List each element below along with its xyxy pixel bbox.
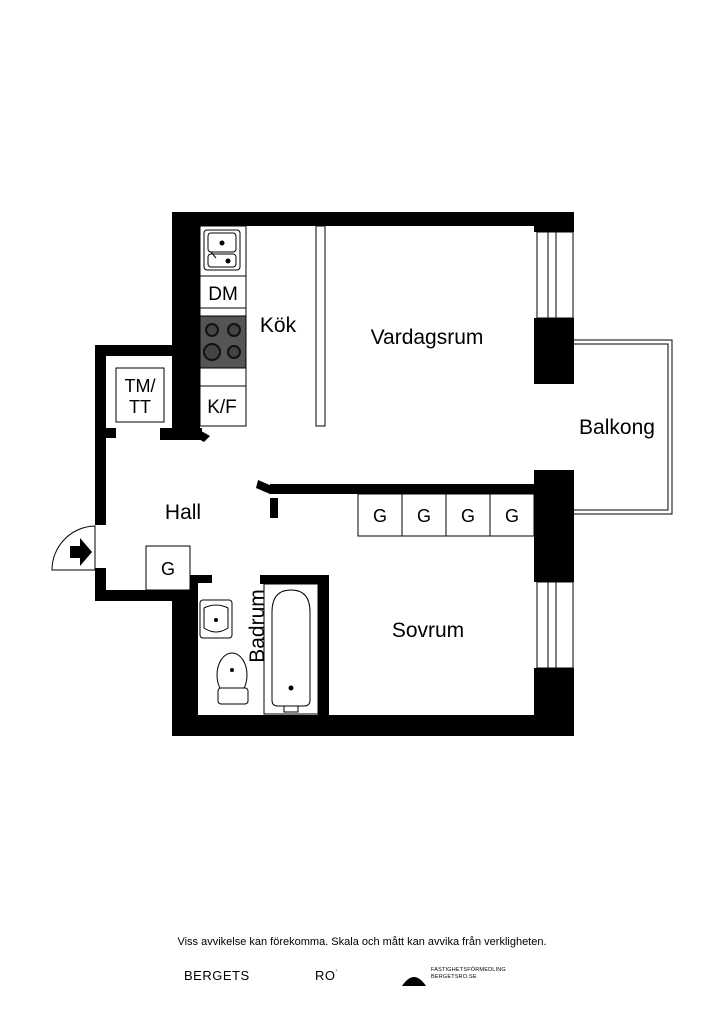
entrance-arrow-icon <box>70 538 92 566</box>
balcony <box>574 339 673 515</box>
hall-wardrobe-label: G <box>161 559 175 579</box>
disclaimer-text: Viss avvikelse kan förekomma. Skala och … <box>177 936 547 948</box>
bedroom-wardrobes <box>357 493 535 537</box>
fridge-freezer-label: K/F <box>207 397 237 418</box>
wardrobe-label-3: G <box>461 506 475 526</box>
balcony-label: Balkong <box>579 416 655 439</box>
hall-wardrobe <box>145 545 191 591</box>
brand-name-left: BERGETS <box>184 968 250 983</box>
wardrobe-label-2: G <box>417 506 431 526</box>
living-room-label: Vardagsrum <box>371 326 484 349</box>
windows <box>536 231 574 669</box>
hall-label: Hall <box>165 501 201 524</box>
brand-name-right-text: RO <box>315 968 336 983</box>
bedroom-label: Sovrum <box>392 619 464 642</box>
washer-dryer-label-line2: TT <box>129 397 151 417</box>
brand-name-right: RO' <box>315 968 337 983</box>
bathroom-basin-icon <box>199 599 233 639</box>
wardrobe-label-4: G <box>505 506 519 526</box>
stove-icon <box>199 315 247 387</box>
mountain-logo-icon <box>402 977 426 986</box>
logo-text: FASTIGHETSFÖRMEDLING BERGETSRO.SE <box>431 967 506 981</box>
logo-line1: FASTIGHETSFÖRMEDLING <box>431 967 506 973</box>
washer-dryer <box>115 367 165 423</box>
kitchen-label: Kök <box>260 314 297 337</box>
logo-line2: BERGETSRO.SE <box>431 974 477 980</box>
toilet-icon <box>216 652 249 705</box>
wardrobe-label-1: G <box>373 506 387 526</box>
brand-mark: ' <box>335 969 338 977</box>
bathroom-label: Badrum <box>246 589 269 663</box>
dishwasher-label: DM <box>208 284 238 305</box>
bathtub-icon <box>263 583 319 715</box>
walls <box>95 212 574 736</box>
sink-icon <box>203 229 241 271</box>
washer-dryer-label-line1: TM/ <box>125 376 156 396</box>
room-divider <box>315 225 326 427</box>
